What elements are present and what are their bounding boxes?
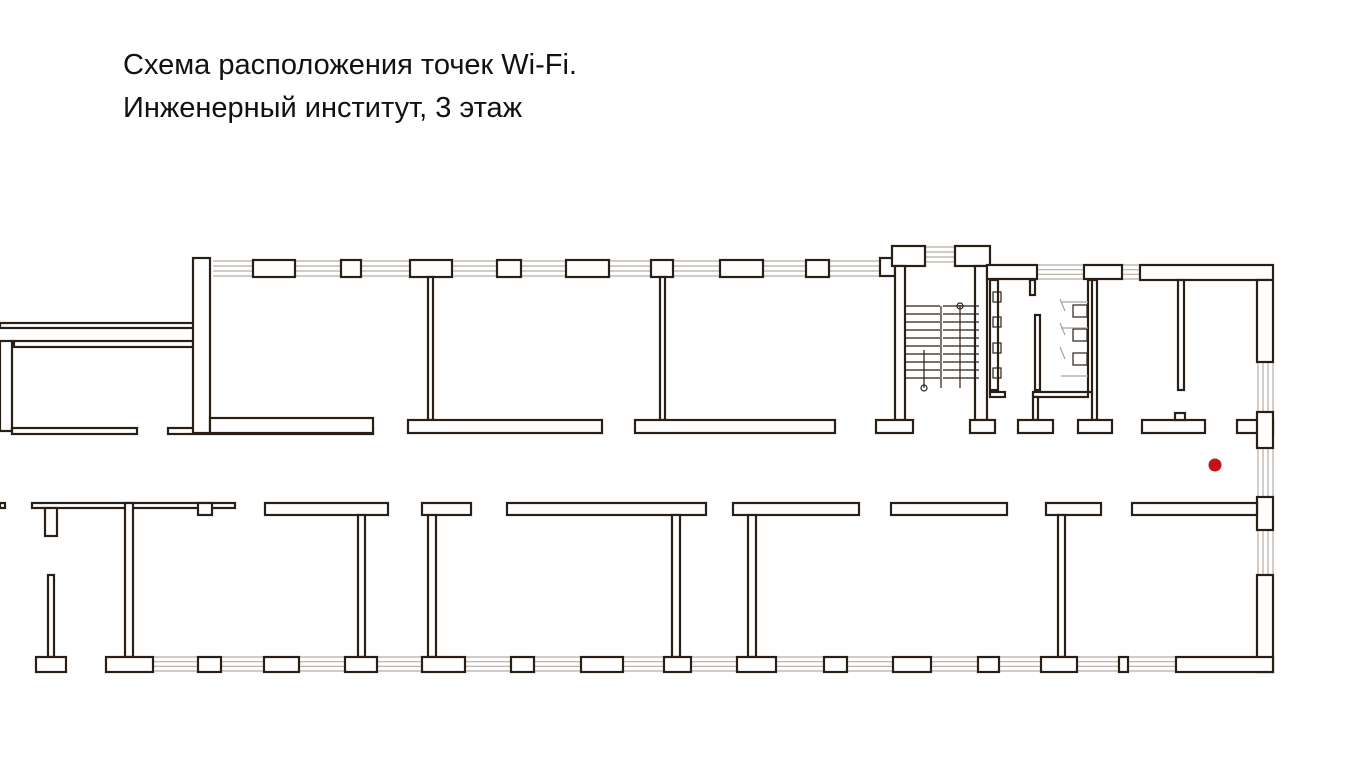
wall-segment — [976, 655, 1001, 674]
wall-segment — [1031, 390, 1090, 399]
wall-segment — [12, 339, 197, 349]
sink-icon — [992, 316, 1002, 328]
wall-segment — [889, 501, 1009, 517]
wall-segment — [1044, 501, 1103, 517]
sink-icon — [992, 291, 1002, 303]
wall-segment — [1028, 278, 1037, 297]
wall-segment — [1130, 501, 1259, 517]
wall-segment — [1033, 313, 1042, 392]
wall-segment — [505, 501, 708, 517]
wall-segment — [1255, 278, 1275, 364]
wall-segment — [10, 426, 139, 436]
wall-segment — [251, 258, 297, 279]
wall-segment — [822, 655, 849, 674]
sink-icon — [992, 342, 1002, 354]
wall-segment — [988, 278, 1000, 392]
wall-segment — [1117, 655, 1130, 674]
wall-segment — [1031, 395, 1040, 422]
wall-segment — [408, 258, 454, 279]
wall-segment — [495, 258, 523, 279]
wall-segment — [1173, 411, 1187, 422]
wall-segment — [658, 275, 667, 422]
stair-marker — [920, 384, 928, 392]
wall-segment — [735, 655, 778, 674]
toilet-door — [1059, 322, 1066, 336]
wall-segment — [509, 655, 536, 674]
wall-segment — [196, 501, 214, 517]
wall-segment — [953, 244, 992, 268]
toilet-door — [1059, 298, 1066, 312]
wall-segment — [420, 655, 467, 674]
wall-segment — [420, 501, 473, 517]
toilet-icon — [1072, 304, 1088, 318]
wall-segment — [564, 258, 611, 279]
sink-icon — [992, 367, 1002, 379]
wall-segment — [1076, 418, 1114, 435]
toilet-icon — [1072, 328, 1088, 342]
wall-segment — [34, 655, 68, 674]
toilet-icon — [1072, 352, 1088, 366]
title-line-1: Схема расположения точек Wi-Fi. — [123, 49, 577, 81]
wall-segment — [1176, 278, 1186, 392]
wall-segment — [670, 513, 682, 659]
wall-segment — [988, 390, 1007, 399]
wall-segment — [874, 418, 915, 435]
wall-segment — [1082, 263, 1124, 281]
wifi-point-marker[interactable] — [1208, 458, 1222, 472]
wall-segment — [339, 258, 363, 279]
wall-segment — [426, 275, 435, 422]
wall-segment — [893, 264, 907, 422]
wall-segment — [973, 264, 989, 422]
wall-segment — [0, 339, 14, 433]
wall-segment — [1255, 495, 1275, 532]
wall-segment — [406, 418, 604, 435]
wall-segment — [746, 513, 758, 659]
wall-segment — [718, 258, 765, 279]
wall-segment — [890, 244, 927, 268]
wall-segment — [1090, 278, 1099, 422]
wall-segment — [731, 501, 861, 517]
wall-segment — [1140, 418, 1207, 435]
title-line-2: Инженерный институт, 3 этаж — [123, 92, 523, 124]
plan-title: Схема расположения точек Wi-Fi. Инженерн… — [123, 44, 577, 130]
wall-segment — [191, 256, 212, 435]
wall-segment — [43, 506, 59, 538]
wall-segment — [208, 416, 375, 435]
wall-segment — [579, 655, 625, 674]
wall-segment — [104, 655, 155, 674]
stair-marker — [956, 302, 964, 310]
stairs-and-fixtures — [905, 291, 1088, 392]
wall-segment — [263, 501, 390, 517]
wall-segment — [968, 418, 997, 435]
wall-segment — [343, 655, 379, 674]
wall-segment — [1174, 655, 1275, 674]
wall-segment — [262, 655, 301, 674]
wall-segment — [1039, 655, 1079, 674]
wall-segment — [985, 263, 1039, 281]
wall-segment — [649, 258, 675, 279]
wall-segment — [196, 655, 223, 674]
wall-segment — [804, 258, 831, 279]
wall-segment — [0, 501, 7, 510]
wall-segment — [46, 573, 56, 659]
wall-segment — [662, 655, 693, 674]
wall-segment — [1255, 410, 1275, 450]
wall-segment — [426, 513, 438, 659]
walls — [0, 244, 1275, 674]
wall-segment — [356, 513, 367, 659]
wall-segment — [123, 501, 135, 659]
wall-segment — [0, 321, 197, 330]
wall-segment — [891, 655, 933, 674]
windows — [150, 246, 1274, 672]
wall-segment — [1138, 263, 1275, 282]
toilet-door — [1059, 346, 1066, 360]
wall-segment — [1016, 418, 1055, 435]
wall-segment — [633, 418, 837, 435]
wall-segment — [1056, 513, 1067, 659]
